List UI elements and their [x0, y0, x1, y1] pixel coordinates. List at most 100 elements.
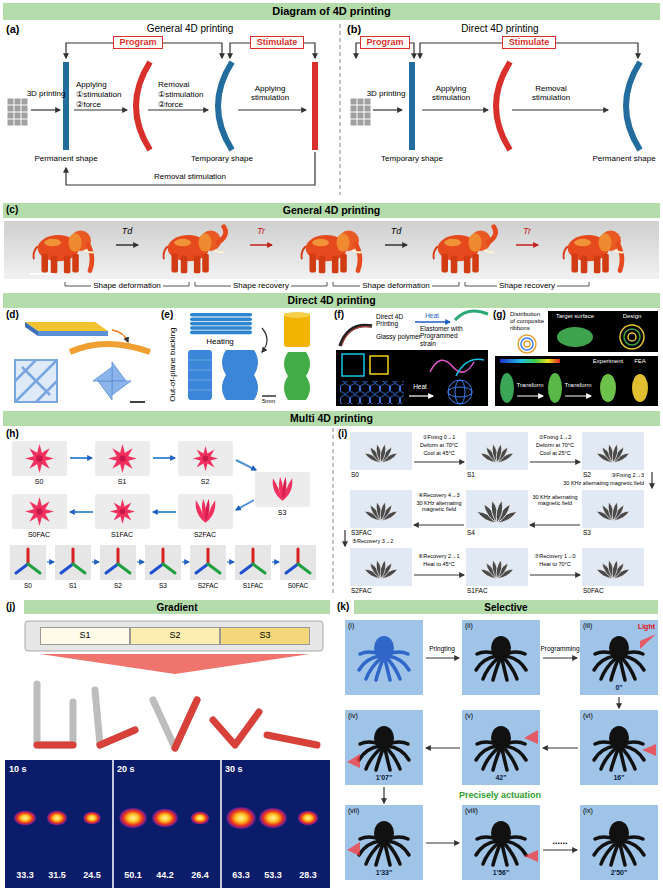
panel-f-illustration	[448, 387, 472, 397]
panel-h-photos	[236, 460, 256, 470]
figure-label: ①stimulation	[76, 90, 121, 99]
panel-i-photos	[530, 574, 580, 575]
panel-a-schematic	[340, 24, 341, 195]
panel-e-illustration	[188, 312, 310, 400]
panel-i-photos	[345, 462, 652, 575]
figure-label: 0"	[615, 684, 622, 692]
panel-b-schematic	[512, 109, 608, 110]
panel-e-illustration	[188, 350, 212, 400]
panel-h-photos	[12, 441, 67, 476]
figure-label: Glassy polymer	[376, 333, 421, 340]
panel-k-photos	[580, 805, 658, 880]
panel-g-illustration	[600, 374, 616, 402]
figure-label: (viii)	[465, 807, 478, 815]
panel-h-photos	[108, 444, 137, 473]
panel-e-illustration	[188, 360, 212, 361]
elephant-photos	[30, 273, 55, 275]
panel-h-photos	[196, 549, 220, 573]
panel-d-illustration	[15, 360, 57, 402]
panel-letter: (d)	[6, 309, 19, 321]
panel-j-illustration	[297, 810, 319, 826]
node-text: S1	[79, 631, 90, 641]
figure-label: Cool at 45°C	[423, 450, 454, 456]
figure-label: ①Fixing 0→1	[423, 434, 456, 440]
figure-label: 42"	[495, 774, 506, 782]
panel-j-illustration	[95, 690, 135, 745]
panel-h-photos	[92, 561, 99, 563]
panel-k-photos	[347, 842, 360, 856]
panel-e-illustration	[262, 395, 276, 396]
program-box: Program	[360, 36, 410, 49]
figure-label: Design	[623, 313, 642, 320]
panel-j-illustration	[258, 807, 288, 829]
panel-h-photos	[272, 561, 279, 563]
panel-e-illustration	[222, 350, 258, 400]
panel-i-photos	[466, 490, 528, 528]
node-text: Diagram of 4D printing	[272, 5, 391, 17]
figure-label: S3	[278, 509, 287, 517]
strip-segment: S2	[130, 627, 220, 645]
panel-k-photos	[462, 620, 540, 695]
panel-j-illustration	[190, 811, 210, 825]
panel-a-schematic	[63, 62, 69, 150]
figure-label: Elastomer with Programmed strain	[420, 325, 470, 347]
strip-segment: S1	[40, 627, 130, 645]
figure-label: 24.5	[83, 870, 101, 880]
panel-j-illustration	[153, 700, 197, 748]
panel-i-photos	[350, 548, 412, 586]
panel-letter: (f)	[334, 309, 344, 321]
figure-label: S0FAC	[583, 587, 604, 594]
figure-label: Heating	[206, 337, 234, 346]
panel-a-schematic	[136, 62, 150, 150]
panel-i-photos	[414, 524, 464, 525]
panel-i-photos	[345, 432, 652, 586]
figure-label: S2	[583, 471, 591, 478]
node-text: Direct 4D printing	[287, 295, 375, 307]
panel-i-photos	[414, 574, 464, 575]
figure-label: Out-of-plane bucking	[167, 328, 176, 402]
panel-e-illustration	[188, 380, 212, 381]
panel-k-photos	[345, 620, 423, 695]
panel-letter: (a)	[6, 23, 19, 36]
panel-h-photos	[227, 561, 234, 563]
panel-h-photos	[47, 561, 54, 563]
panel-k-photos	[642, 744, 656, 756]
panel-k-photos	[462, 710, 540, 785]
panel-k-photos	[345, 710, 423, 785]
panel-letter: (k)	[337, 601, 349, 613]
figure-label: 1'56"	[493, 869, 510, 877]
panel-k-photos	[476, 821, 526, 865]
panel-h-photos	[137, 561, 144, 563]
panel-e-illustration	[190, 313, 252, 334]
panel-h-photos	[182, 561, 189, 563]
elephant-photos	[434, 227, 496, 274]
panel-d-illustration	[93, 362, 131, 400]
node-text: Stimulate	[509, 38, 550, 48]
figure-label: 16"	[613, 774, 624, 782]
panel-k-photos	[476, 636, 526, 680]
figure-label: Deform at 70°C	[420, 442, 458, 448]
panel-k-photos	[580, 710, 658, 785]
panel-i-photos	[344, 530, 345, 546]
figure-label: S0FAC	[288, 582, 309, 589]
panel-i-photos	[414, 461, 464, 462]
panel-f-illustration	[455, 311, 488, 320]
panel-g-illustration	[500, 359, 560, 363]
panel-e-illustration	[190, 322, 252, 326]
panel-d-illustration	[112, 381, 131, 395]
figure-label: Shape recovery	[231, 281, 291, 290]
elephant-photos	[4, 221, 659, 279]
panel-k-photos	[640, 634, 656, 649]
title-band: Diagram of 4D printing	[3, 3, 660, 20]
panel-b-schematic	[422, 109, 488, 110]
panel-f-illustration	[415, 321, 450, 323]
panel-j-illustration	[25, 621, 323, 651]
panel-g-illustration	[518, 335, 536, 353]
figure-label: Temporary shape	[381, 154, 443, 163]
panel-h-photos	[95, 441, 150, 476]
panel-h-photos	[196, 499, 216, 523]
panel-h-photos	[178, 441, 233, 476]
panel-k-photos	[524, 850, 538, 862]
panel-k-photos	[359, 821, 409, 865]
